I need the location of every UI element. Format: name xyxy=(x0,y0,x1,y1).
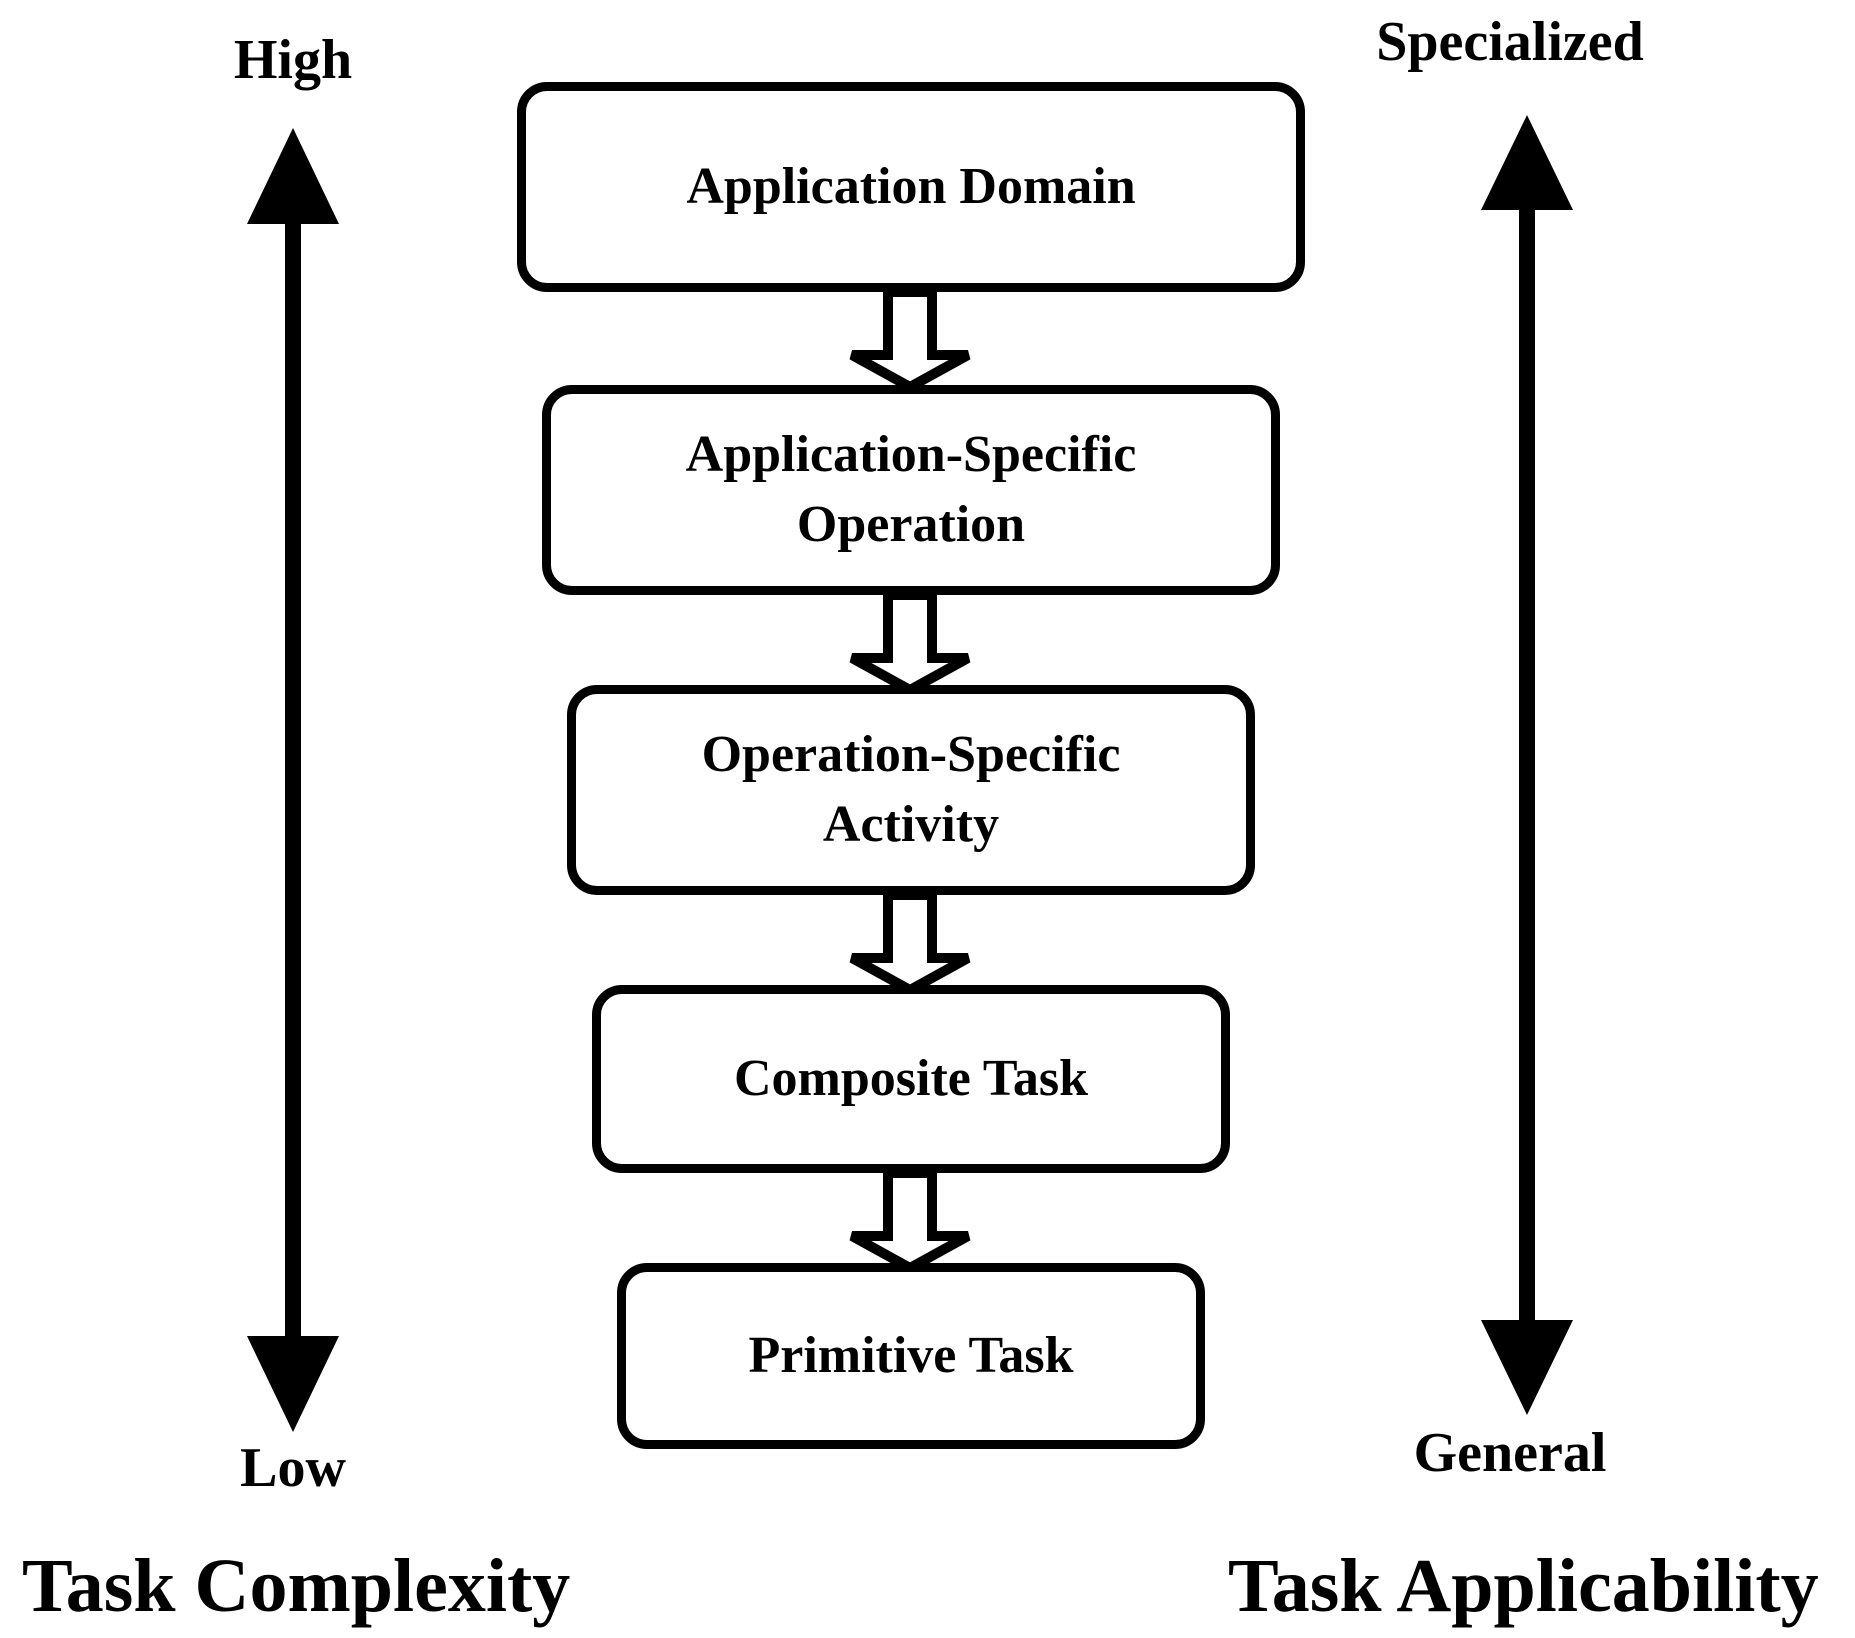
box-label-line-2: Operation xyxy=(796,496,1026,553)
box-label-line-1: Application-Specific xyxy=(685,426,1137,483)
box-application-domain: Application Domain xyxy=(517,82,1305,292)
task-complexity-double-arrow xyxy=(247,128,339,1432)
task-applicability-double-arrow xyxy=(1481,115,1573,1415)
applicability-general-label: General xyxy=(1413,1422,1607,1484)
box-label: Composite Task xyxy=(734,1050,1088,1107)
box-label: Application Domain xyxy=(686,158,1136,215)
complexity-low-label: Low xyxy=(240,1437,346,1499)
box-label-line-2: Activity xyxy=(822,796,1000,853)
complexity-high-label: High xyxy=(233,29,353,91)
box-label: Primitive Task xyxy=(748,1327,1074,1384)
box-primitive-task: Primitive Task xyxy=(617,1263,1205,1449)
box-operation-specific-activity: Operation-Specific Activity xyxy=(567,685,1255,895)
task-complexity-title: Task Complexity xyxy=(22,1544,571,1628)
box-application-specific-operation: Application-Specific Operation xyxy=(542,385,1280,595)
flow-arrow-3 xyxy=(849,890,971,996)
box-label-line-1: Operation-Specific xyxy=(701,726,1121,783)
flow-arrow-2 xyxy=(849,590,971,696)
flow-arrow-1 xyxy=(849,287,971,393)
applicability-specialized-label: Specialized xyxy=(1376,11,1644,73)
box-composite-task: Composite Task xyxy=(592,985,1230,1173)
task-applicability-title: Task Applicability xyxy=(1228,1544,1819,1628)
flow-arrow-4 xyxy=(849,1168,971,1274)
